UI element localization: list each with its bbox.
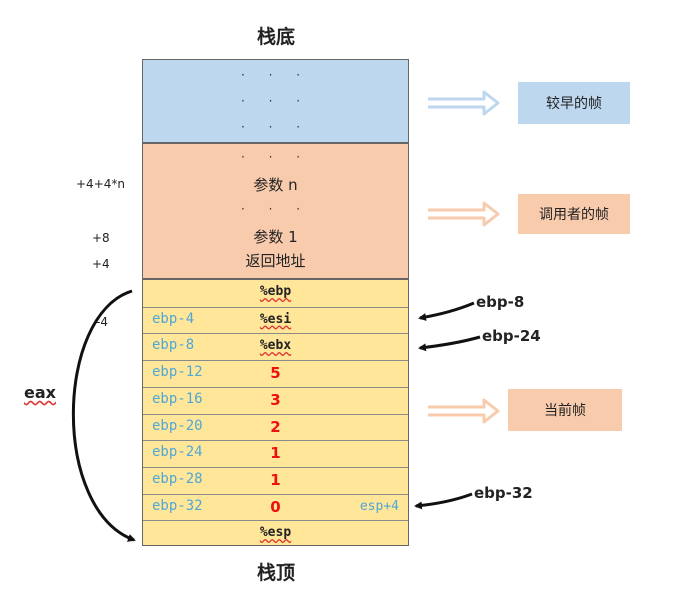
earlier-frame-legend-label: 较早的帧 xyxy=(546,96,602,112)
ebp-8-arrow xyxy=(418,301,475,321)
slot-offset-label: ebp-24 xyxy=(152,444,203,461)
slot-register: %esi xyxy=(259,311,292,327)
ebp-24-pointer-label: ebp-24 xyxy=(482,327,541,345)
slot-value: 3 xyxy=(270,390,281,409)
slot-offset-label: ebp-20 xyxy=(152,417,203,434)
slot-offset-label: ebp-32 xyxy=(152,497,203,514)
ebp-32-arrow xyxy=(414,492,473,510)
ebp-8-pointer-label: ebp-8 xyxy=(476,293,525,311)
offset-label: +4+4*n xyxy=(76,177,125,191)
slot-offset-label: ebp-28 xyxy=(152,470,203,487)
offset-label: +4 xyxy=(92,257,110,271)
stack-slot-row: %esp xyxy=(143,520,408,547)
slot-value: 5 xyxy=(270,364,281,383)
earlier-frame-block: · · · · · · · · · xyxy=(142,59,409,143)
ebp-32-pointer-label: ebp-32 xyxy=(474,484,533,502)
stack-slot-row: ebp-24 1 xyxy=(143,440,408,467)
ellipsis: · · · xyxy=(240,150,311,164)
eax-label: eax xyxy=(24,383,56,402)
current-frame-legend-label: 当前帧 xyxy=(544,403,586,419)
current-frame-legend: 当前帧 xyxy=(508,389,622,431)
caller-frame-arrow xyxy=(428,201,500,227)
caller-frame-block: · · · 参数 n · · · 参数 1 返回地址 xyxy=(142,143,409,279)
ellipsis: · · · xyxy=(240,94,311,108)
stack-slot-row: %ebp xyxy=(143,280,408,307)
slot-value: 1 xyxy=(270,470,281,489)
caller-frame-legend-label: 调用者的帧 xyxy=(539,207,609,223)
stack-top-title: 栈顶 xyxy=(256,562,295,584)
stack-slot-row: ebp-28 1 xyxy=(143,466,408,494)
slot-register: %ebp xyxy=(259,284,292,299)
slot-value: 0 xyxy=(270,497,281,516)
slot-offset-label: ebp-4 xyxy=(152,310,195,327)
ellipsis: · · · xyxy=(240,120,311,134)
slot-value: 2 xyxy=(270,417,281,436)
stack-slot-row: ebp-4 %esi xyxy=(143,306,408,334)
caller-frame-legend: 调用者的帧 xyxy=(518,194,630,234)
stack-bottom-title: 栈底 xyxy=(256,26,295,48)
slot-register: %ebx xyxy=(259,338,292,354)
param-1-cell: 参数 1 xyxy=(253,228,298,246)
slot-offset-label: ebp-16 xyxy=(152,390,203,407)
stack-slot-row: ebp-8 %ebx xyxy=(143,333,408,360)
offset-label: -4 xyxy=(96,315,108,329)
ellipsis: · · · xyxy=(240,202,311,216)
stack-slot-row: ebp-16 3 xyxy=(143,386,408,414)
slot-offset-label: ebp-12 xyxy=(152,364,203,381)
slot-offset-label: ebp-8 xyxy=(152,337,195,354)
ebp-24-arrow xyxy=(418,335,481,352)
slot-value: 1 xyxy=(270,444,281,463)
earlier-frame-arrow xyxy=(428,90,500,116)
stack-slot-row: ebp-20 2 xyxy=(143,413,408,441)
offset-label: +8 xyxy=(92,231,110,245)
stack-slot-row: ebp-32 0 esp+4 xyxy=(143,493,408,521)
stack-slot-row: ebp-12 5 xyxy=(143,360,408,387)
param-n-cell: 参数 n xyxy=(253,176,298,194)
earlier-frame-legend: 较早的帧 xyxy=(518,82,630,124)
ellipsis: · · · xyxy=(240,68,311,82)
return-address-cell: 返回地址 xyxy=(245,252,306,270)
esp-offset-label: esp+4 xyxy=(359,498,399,514)
eax-curve-arrow xyxy=(71,289,136,542)
slot-register: %esp xyxy=(259,525,292,541)
current-frame-arrow xyxy=(428,398,500,424)
